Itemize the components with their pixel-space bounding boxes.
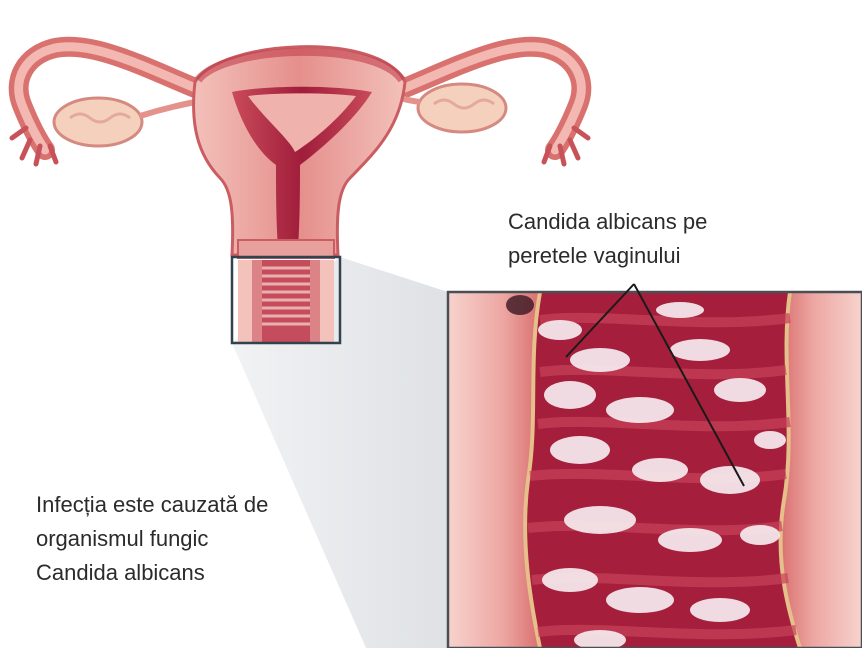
label-candida-line-1: Candida albicans pe [508,205,707,239]
zoomed-vaginal-wall [448,292,862,648]
label-infection-line-1: Infecția este cauzată de [36,488,268,522]
left-vaginal-wall [448,292,540,648]
label-infection-line-3: Candida albicans [36,556,268,590]
label-candida-on-vaginal-wall: Candida albicans pe peretele vaginului [508,205,707,273]
cervix [238,240,334,258]
label-infection-cause: Infecția este cauzată de organismul fung… [36,488,268,590]
label-infection-line-2: organismul fungic [36,522,268,556]
vagina-section-small [232,257,340,343]
right-vaginal-wall [781,292,862,648]
uterus-illustration [12,47,588,258]
label-candida-line-2: peretele vaginului [508,239,707,273]
